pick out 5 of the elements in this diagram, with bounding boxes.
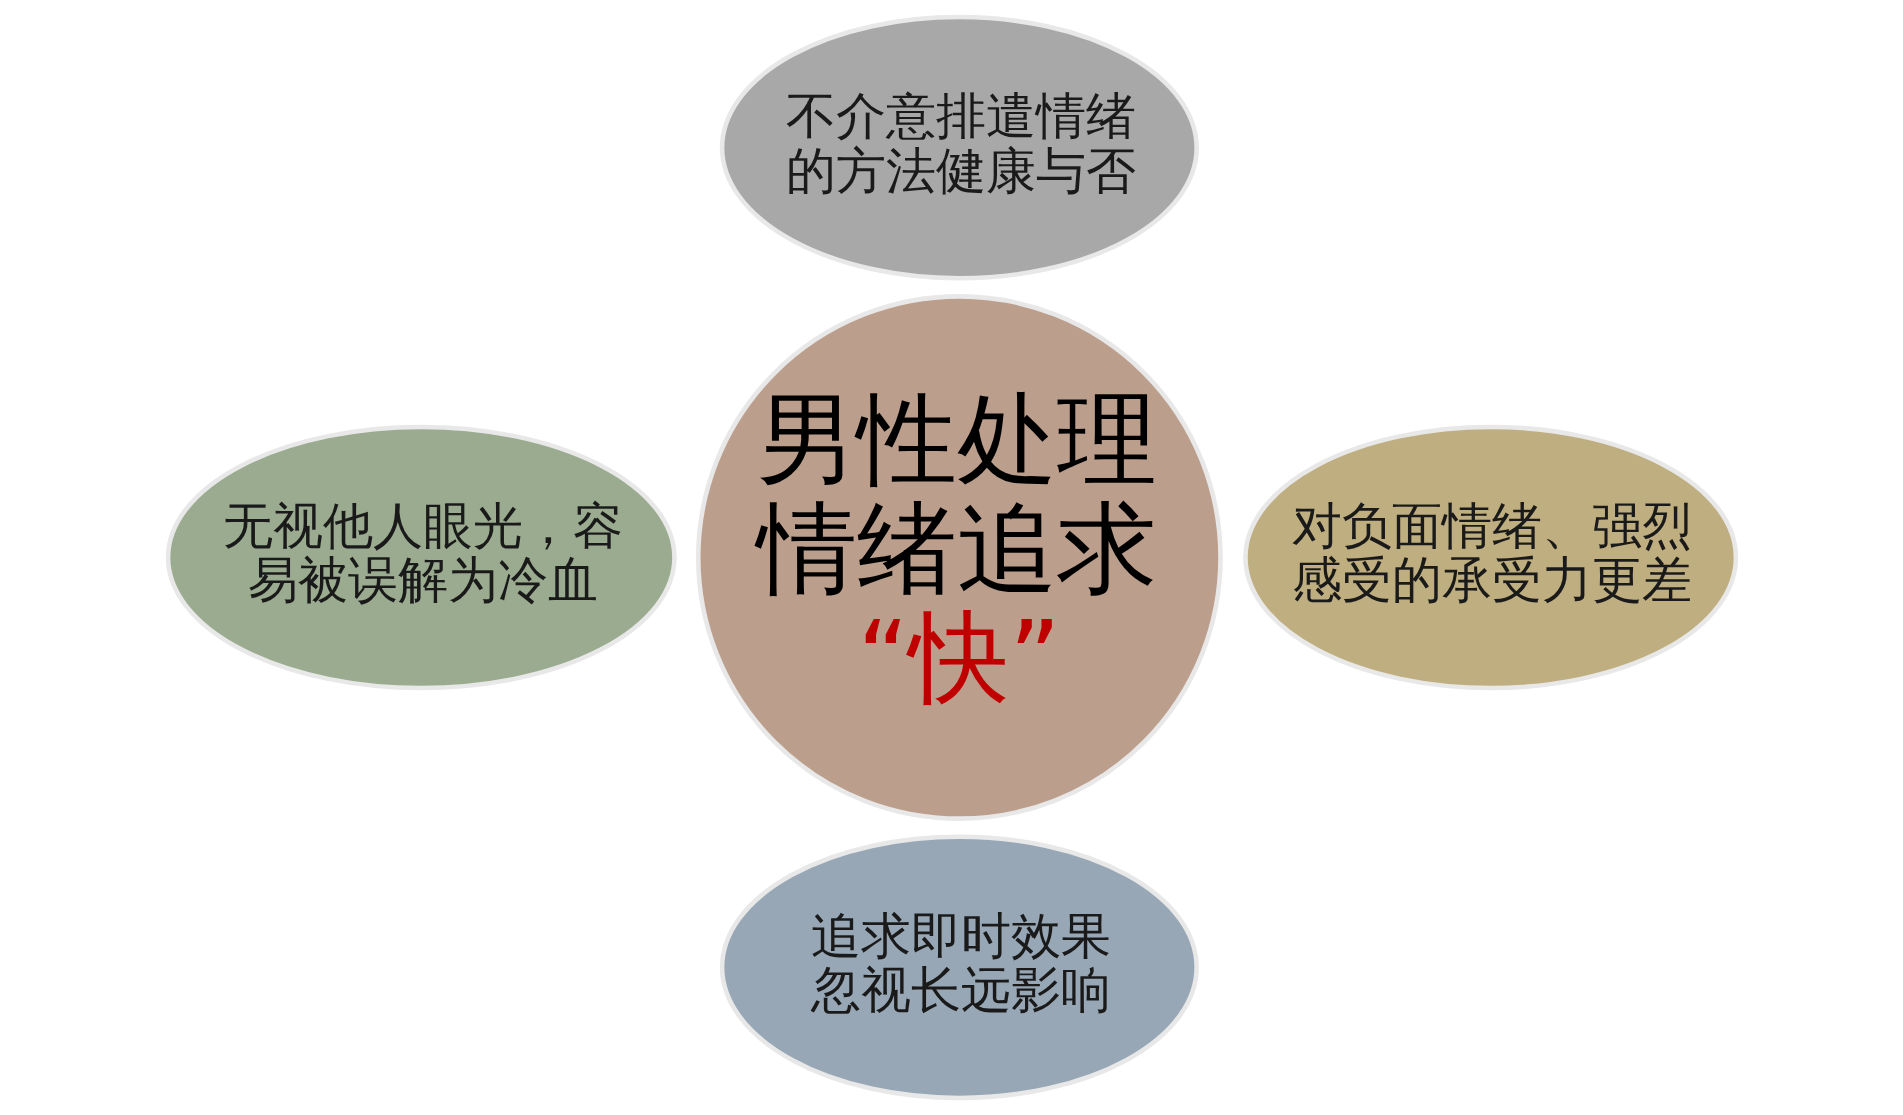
node-ellipse: 无视他人眼光，容易被误解为冷血 [165,424,677,691]
node-circle: 男性处理情绪追求 “快” [695,294,1223,821]
node-ellipse: 追求即时效果 忽视长远影响 [719,834,1199,1101]
node-ellipse: 对负面情绪、强烈感受的承受力更差 [1242,424,1738,691]
node-ellipse: 不介意排遣情绪的方法健康与否 [719,14,1199,281]
